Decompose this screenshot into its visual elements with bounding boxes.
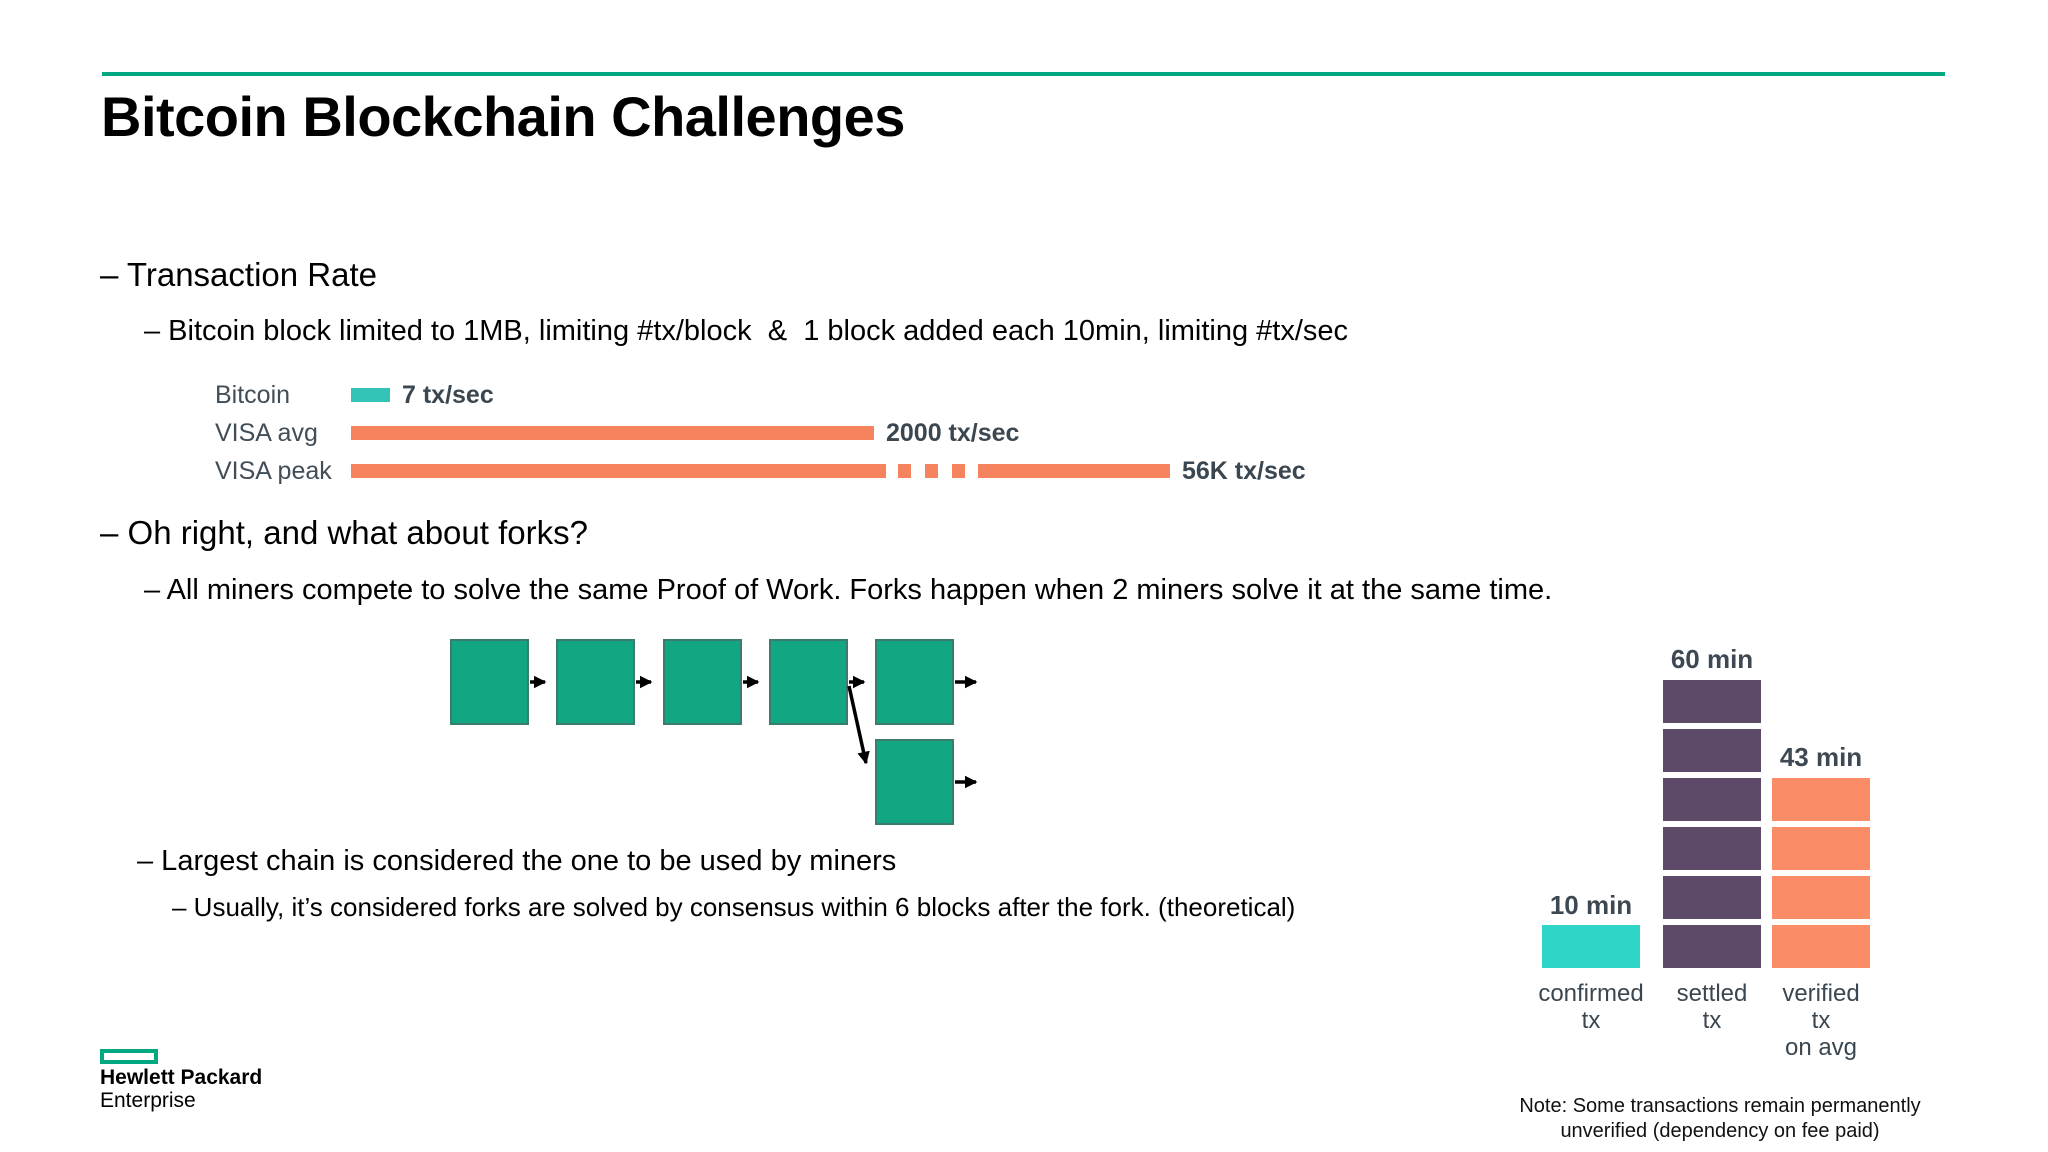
block-4: [769, 639, 848, 725]
page-title: Bitcoin Blockchain Challenges: [101, 85, 905, 148]
stack-block: [1772, 778, 1870, 821]
bar-settled-tx: [1663, 680, 1761, 968]
fork-block: [875, 739, 954, 825]
axis-label-line: settled: [1676, 980, 1748, 1007]
axis-label-settled-tx: settled tx: [1642, 980, 1782, 1034]
hpe-logo-text-1: Hewlett Packard: [100, 1066, 263, 1089]
axis-label-verified-tx: verified tx on avg: [1751, 980, 1891, 1061]
stack-block: [1663, 925, 1761, 968]
time-label-verified: 43 min: [1779, 742, 1863, 772]
bar-segment: [351, 464, 886, 478]
stack-block: [1772, 925, 1870, 968]
axis-break-dash: [925, 464, 938, 478]
bullet-consensus: – Usually, it’s considered forks are sol…: [172, 892, 1296, 922]
tx-rate-row-bitcoin: Bitcoin 7 tx/sec: [215, 380, 494, 409]
visa-peak-rate-bar: [351, 464, 1170, 478]
tx-rate-value: 56K tx/sec: [1182, 456, 1306, 485]
visa-avg-rate-bar: [351, 426, 874, 440]
stack-block: [1663, 680, 1761, 723]
bullet-block-limit: – Bitcoin block limited to 1MB, limiting…: [144, 315, 1349, 347]
axis-label-line: verified: [1782, 980, 1860, 1007]
bar-segment: [978, 464, 1170, 478]
block-3: [663, 639, 742, 725]
bar-verified-tx: [1772, 778, 1870, 968]
tx-rate-row-visa-peak: VISA peak 56K tx/sec: [215, 456, 1306, 485]
stack-block: [1663, 827, 1761, 870]
bullet-largest-chain: – Largest chain is considered the one to…: [137, 845, 897, 877]
tx-rate-category: VISA peak: [215, 456, 332, 485]
bullet-transaction-rate: – Transaction Rate: [100, 256, 377, 293]
hpe-logo-mark: [100, 1049, 158, 1064]
axis-label-line: on avg: [1784, 1034, 1858, 1061]
block-1: [450, 639, 529, 725]
stack-block: [1772, 876, 1870, 919]
block-2: [556, 639, 635, 725]
stack-block: [1663, 876, 1761, 919]
axis-label-line: tx: [1581, 1007, 1601, 1034]
tx-rate-value: 2000 tx/sec: [886, 418, 1020, 447]
tx-rate-category: Bitcoin: [215, 380, 291, 409]
blockchain-fork-diagram: [450, 639, 978, 825]
tx-rate-category: VISA avg: [215, 418, 318, 447]
axis-label-line: confirmed: [1538, 980, 1644, 1007]
footnote-line: Note: Some transactions remain permanent…: [1519, 1095, 1921, 1117]
axis-break-dash: [952, 464, 965, 478]
axis-label-line: tx: [1702, 1007, 1722, 1034]
stack-block: [1542, 925, 1640, 968]
footnote-line: unverified (dependency on fee paid): [1560, 1120, 1880, 1142]
hpe-logo-text-2: Enterprise: [100, 1089, 196, 1112]
stack-block: [1663, 729, 1761, 772]
stack-block: [1772, 827, 1870, 870]
time-label-confirmed: 10 min: [1549, 890, 1633, 920]
time-label-settled: 60 min: [1670, 644, 1754, 674]
bitcoin-rate-bar: [351, 388, 390, 402]
bullet-miners-compete: – All miners compete to solve the same P…: [144, 574, 1553, 606]
tx-rate-value: 7 tx/sec: [402, 380, 494, 409]
footnote: Note: Some transactions remain permanent…: [1500, 1094, 1940, 1144]
axis-break-dash: [898, 464, 911, 478]
stack-block: [1663, 778, 1761, 821]
axis-label-confirmed-tx: confirmed tx: [1521, 980, 1661, 1034]
block-5: [875, 639, 954, 725]
axis-label-line: tx: [1811, 1007, 1831, 1034]
bar-confirmed-tx: [1542, 925, 1640, 968]
accent-rule: [102, 72, 1945, 76]
tx-rate-row-visa-avg: VISA avg 2000 tx/sec: [215, 418, 1020, 447]
bullet-forks-question: – Oh right, and what about forks?: [100, 514, 588, 551]
fork-arrow: [847, 685, 870, 765]
